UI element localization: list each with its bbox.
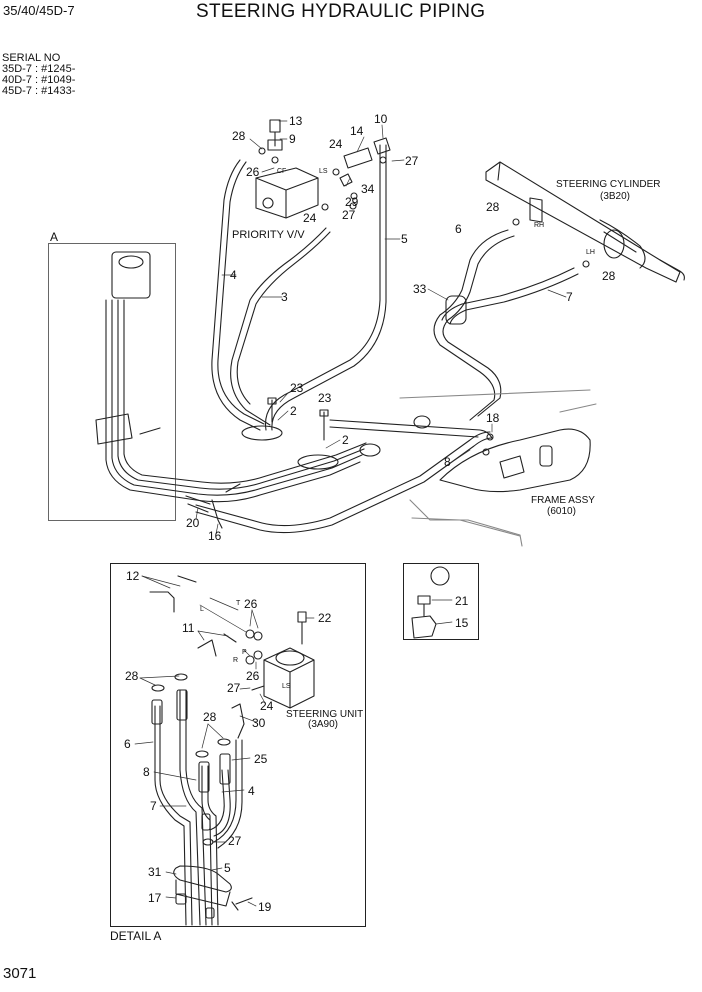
label-detail-a: DETAIL A [110,929,162,943]
callout: 31 [148,865,162,879]
callout: 8 [444,455,451,469]
hose-bundle [105,299,361,503]
callout: 30 [252,716,266,730]
callout: 15 [455,616,469,630]
detail-hose-30 [213,739,237,843]
detail-a-frame [110,563,366,927]
callout: 33 [413,282,427,296]
callout: 6 [455,222,462,236]
callout: 27 [228,834,242,848]
callout: 27 [227,681,241,695]
detail-hose-25 [209,769,225,831]
port-l: L [200,606,204,613]
callout: 28 [486,200,500,214]
detail-clamp [173,865,232,893]
hose-6 [433,229,509,421]
label-steering-cylinder-ref: (3B20) [600,191,631,202]
callout: 26 [244,597,258,611]
callout: 9 [289,132,296,146]
callout: 27 [342,208,356,222]
callout: 28 [232,129,246,143]
callout: 22 [318,611,332,625]
callout: 23 [290,381,304,395]
callout: 23 [318,391,332,405]
view-a-clamp [95,413,133,445]
page-number: 3071 [3,965,37,982]
callout: 26 [246,165,260,179]
callout: 19 [258,900,272,914]
label-frame-assy: FRAME ASSY [531,495,595,506]
port-ls-detail: LS [282,683,291,690]
callout: 26 [246,669,260,683]
hose-5 [264,144,381,431]
port-p: P [242,649,247,656]
detail-steering-unit [263,647,315,709]
serial-line-45d: 45D-7 : #1433- [2,85,76,97]
callout: 6 [124,737,131,751]
hose-3 [230,227,327,426]
callout: 12 [126,569,140,583]
callout: 20 [186,516,200,530]
hose-4 [211,159,261,431]
callout: 4 [248,784,255,798]
view-a-frame [48,243,176,521]
callout: 28 [203,710,217,724]
detail-hose-8 [179,689,201,926]
callout: 17 [148,891,162,905]
callout: 13 [289,114,303,128]
callout: 5 [401,232,408,246]
callout: 2 [290,404,297,418]
serial-line-35d: 35D-7 : #1245- [2,63,76,75]
legend-frame [403,563,479,640]
port-t: T [236,600,241,607]
detail-hose-6 [154,705,187,926]
callout: 14 [350,124,364,138]
port-rh: RH [534,222,545,229]
callout: 2 [342,433,349,447]
port-cf: CF [277,168,287,175]
label-steering-unit: STEERING UNIT [286,709,364,720]
page-title: STEERING HYDRAULIC PIPING [196,1,486,22]
callout: 27 [405,154,419,168]
callout: 7 [150,799,157,813]
callout: 29 [345,195,359,209]
callout: 5 [224,861,231,875]
label-steering-cylinder: STEERING CYLINDER [556,179,661,190]
callout: 18 [486,411,500,425]
serial-line-40d: 40D-7 : #1049- [2,74,76,86]
label-priority-valve: PRIORITY V/V [232,229,305,241]
callout: 10 [374,112,388,126]
callout: 24 [329,137,343,151]
label-steering-unit-ref: (3A90) [308,719,339,730]
callout: 24 [260,699,274,713]
callout: 7 [566,290,573,304]
model-number: 35/40/45D-7 [3,3,75,18]
callout: 28 [125,669,139,683]
port-ls: LS [319,168,328,175]
callout: 25 [254,752,268,766]
callout: 21 [455,594,469,608]
callout: 3 [281,290,288,304]
label-frame-assy-ref: (6010) [547,506,576,517]
legend-clamp [411,615,437,639]
callout: 11 [182,621,195,635]
callout: 4 [230,268,237,282]
callout: 24 [303,211,317,225]
port-r: R [233,657,239,664]
priority-valve [255,167,319,219]
callout: 28 [602,269,616,283]
legend-circle [430,566,450,586]
label-view-a: A [50,230,59,244]
frame-assy [439,428,591,493]
callout: 16 [208,529,222,543]
steering-cylinder [485,161,681,283]
serial-heading: SERIAL NO [2,52,61,64]
port-lh: LH [586,249,595,256]
view-a-steering-unit [111,251,151,299]
callout: 8 [143,765,150,779]
callout: 34 [361,182,375,196]
